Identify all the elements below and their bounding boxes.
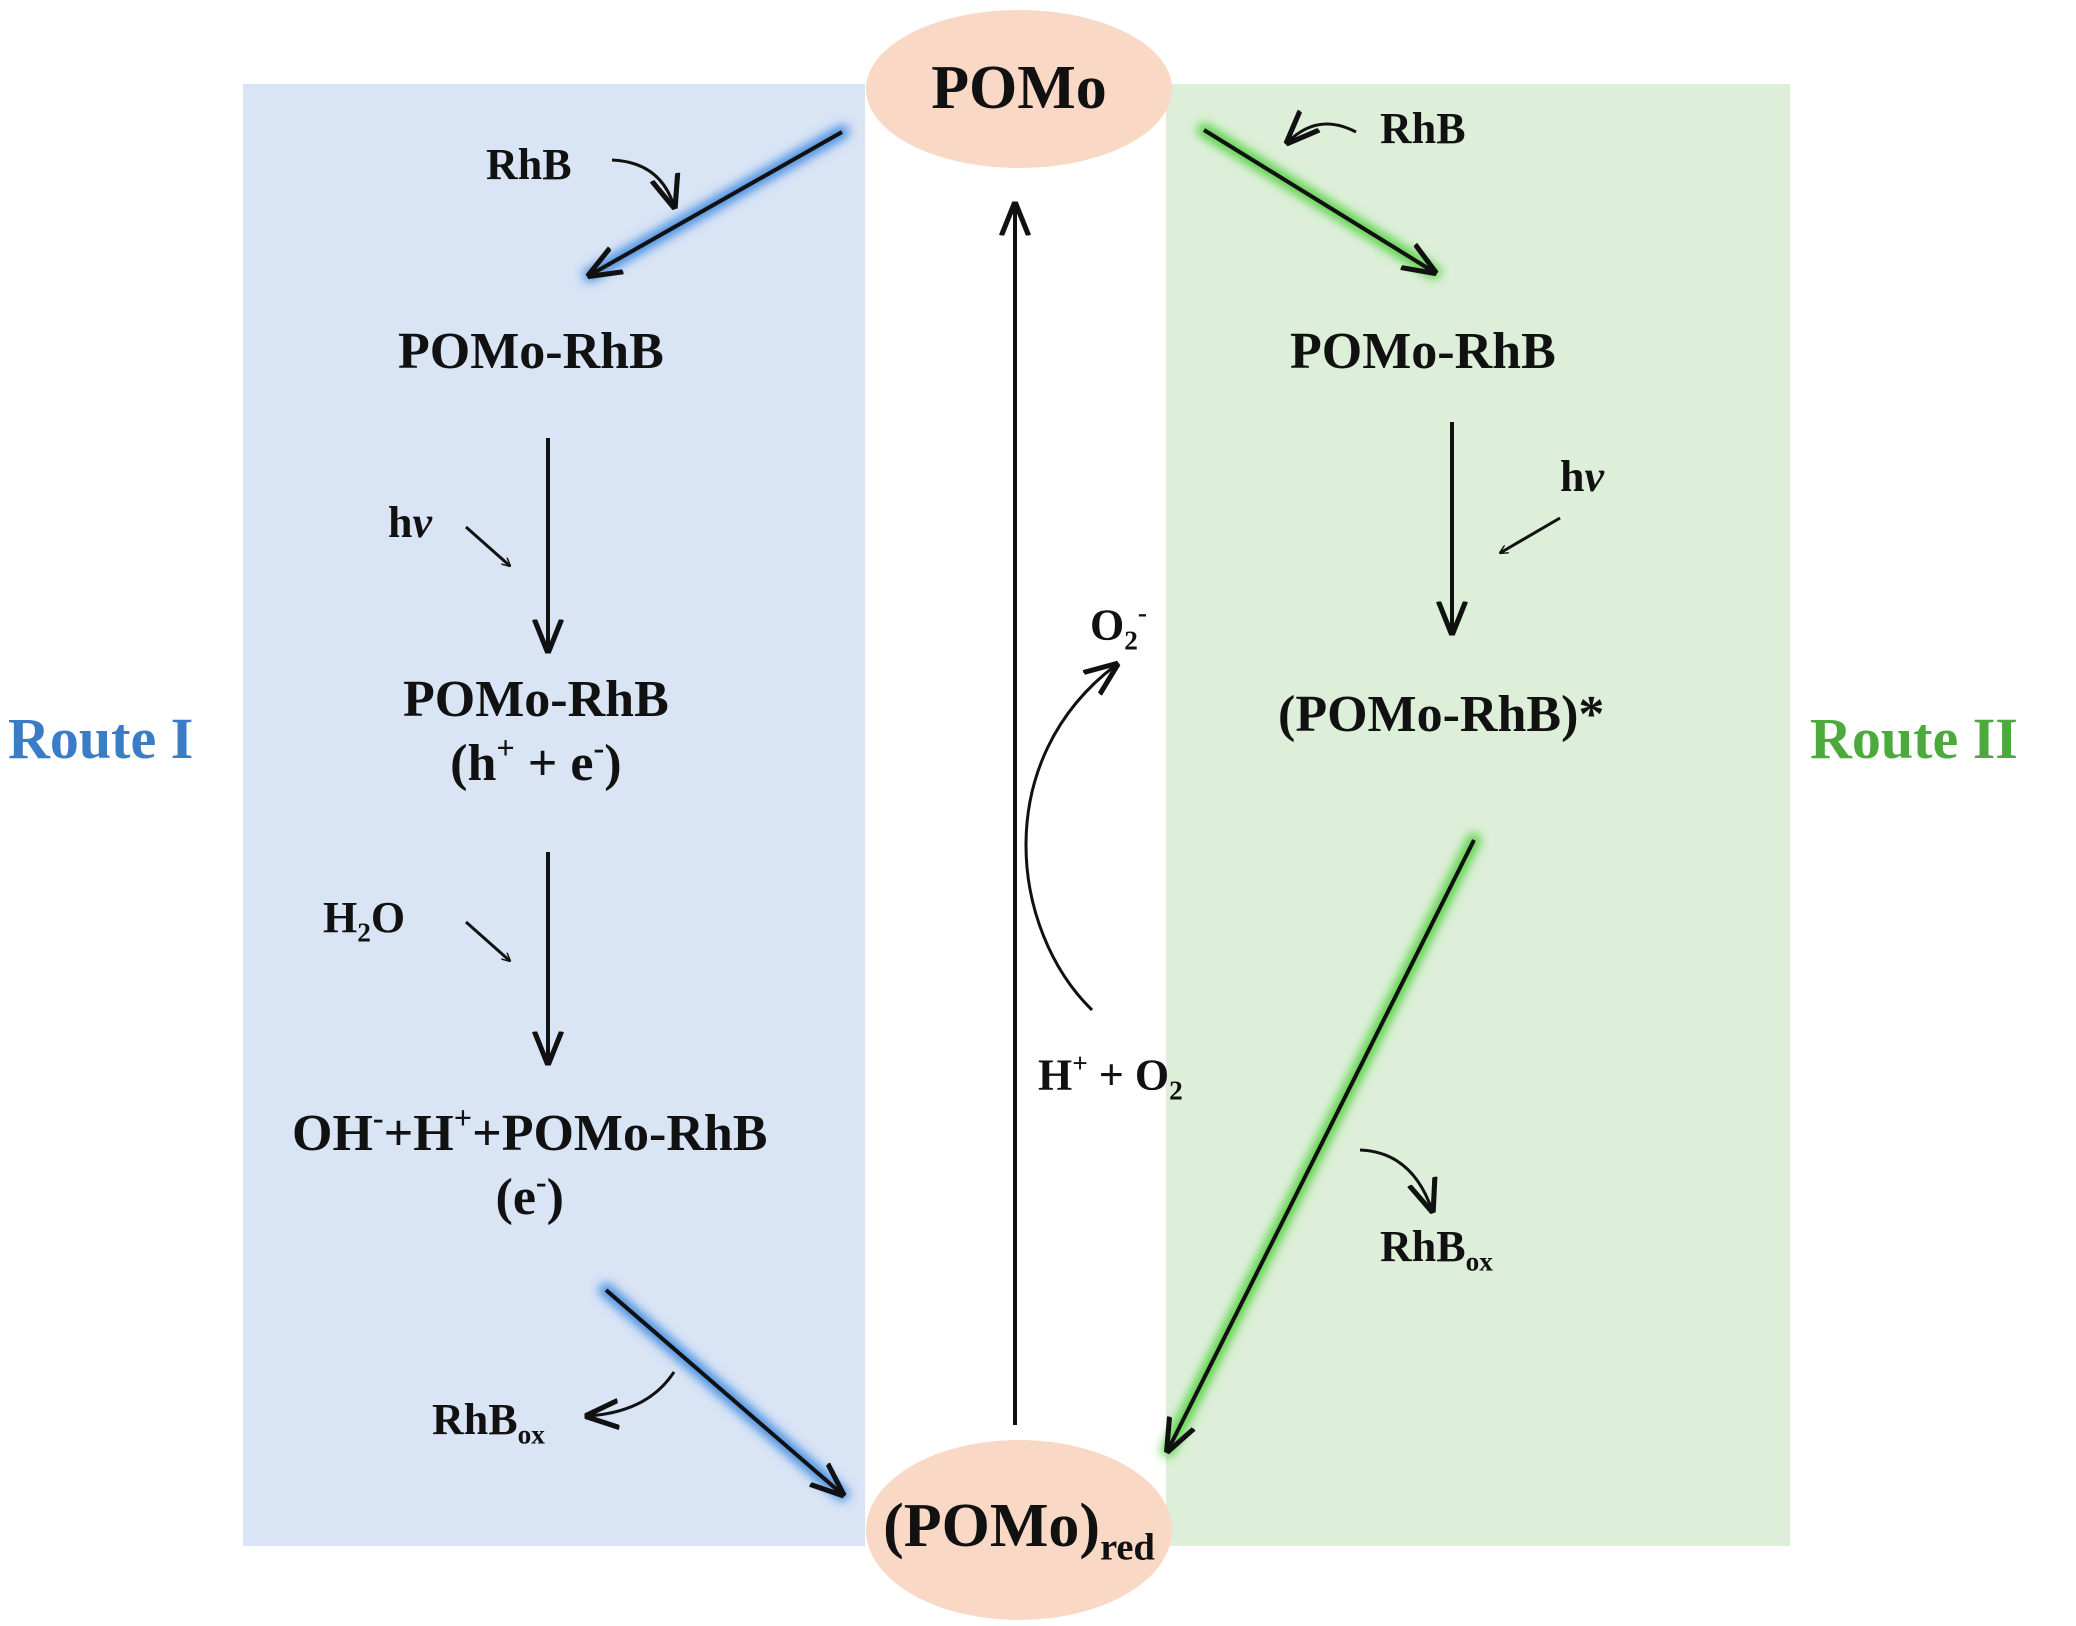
pomo-reduced-label: (POMo)red bbox=[883, 1491, 1155, 1570]
route-one-rhb-curve bbox=[611, 158, 674, 206]
oxygen-reduction-curve bbox=[1024, 665, 1116, 1012]
pomo-reduced-base: (POMo) bbox=[883, 1491, 1101, 1560]
route-two-oxidized-rhb: RhBox bbox=[1380, 1222, 1493, 1277]
route-one-oxidized-rhb: RhBox bbox=[432, 1395, 545, 1450]
pomo-reduced-node: (POMo)red bbox=[866, 1440, 1172, 1620]
route-two-pomo-rhb: POMo-RhB bbox=[1290, 323, 1556, 380]
route-two-light-arrow bbox=[1500, 516, 1561, 555]
route-one-hydroxyl-state: OH-+H++POMo-RhB (e-) bbox=[292, 1100, 768, 1228]
pomo-node: POMo bbox=[866, 10, 1172, 168]
route-one-water-arrow bbox=[465, 920, 510, 961]
route-two-panel bbox=[1166, 84, 1790, 1546]
superoxide-label: O2- bbox=[1090, 598, 1147, 656]
proton-oxygen-label: H+ + O2 bbox=[1038, 1048, 1183, 1106]
route-one-light-arrow bbox=[465, 525, 510, 566]
route-one-product-curve bbox=[588, 1371, 676, 1416]
route-one-excited-line1: POMo-RhB bbox=[403, 671, 669, 728]
route-two-arrow-1 bbox=[1197, 123, 1434, 279]
route-one-title: Route I bbox=[8, 706, 194, 771]
route-one-panel bbox=[243, 84, 865, 1546]
pomo-label: POMo bbox=[931, 54, 1107, 123]
route-one-excited-pair: POMo-RhB (h+ + e-) bbox=[403, 670, 669, 794]
route-one-reagent-rhb: RhB bbox=[486, 140, 572, 189]
route-two-excited-complex: (POMo-RhB)* bbox=[1278, 686, 1605, 743]
route-one-hydroxyl-line1: OH-+H++POMo-RhB bbox=[292, 1100, 768, 1162]
route-two-rhb-curve bbox=[1288, 124, 1357, 142]
route-two-arrow-3 bbox=[1161, 833, 1481, 1450]
route-one-arrow-4 bbox=[599, 1283, 842, 1501]
route-two-light-label: hν bbox=[1560, 452, 1605, 501]
route-one-pomo-rhb: POMo-RhB bbox=[398, 323, 664, 380]
route-one-excited-line2: (h+ + e-) bbox=[450, 729, 622, 792]
route-one-light-label: hν bbox=[388, 498, 433, 547]
route-one-arrow-1 bbox=[590, 125, 849, 282]
route-two-reagent-rhb: RhB bbox=[1380, 104, 1466, 153]
pomo-reduced-sub: red bbox=[1100, 1526, 1155, 1569]
route-one-water-label: H2O bbox=[323, 893, 406, 948]
route-one-hydroxyl-line2: (e-) bbox=[495, 1163, 564, 1226]
route-two-product-curve bbox=[1359, 1148, 1432, 1210]
route-two-title: Route II bbox=[1810, 706, 2018, 771]
